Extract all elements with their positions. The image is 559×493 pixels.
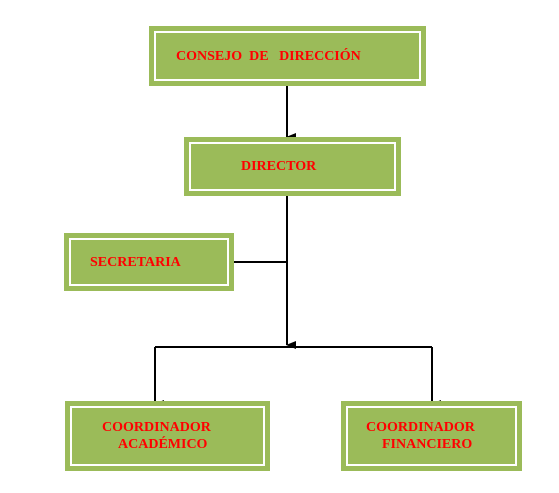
node-label: CONSEJO DE DIRECCIÓN (176, 48, 361, 64)
node-director: DIRECTOR (184, 137, 401, 196)
node-coordinador-academico: COORDINADOR ACADÉMICO (65, 401, 270, 471)
node-secretaria: SECRETARIA (64, 233, 234, 291)
node-label-line1: COORDINADOR (366, 420, 475, 435)
node-label-line1: COORDINADOR (102, 420, 211, 435)
node-label-line2: ACADÉMICO (118, 437, 208, 452)
node-label-line2: FINANCIERO (382, 437, 473, 452)
node-consejo-de-direccion: CONSEJO DE DIRECCIÓN (149, 26, 426, 86)
node-coordinador-financiero: COORDINADOR FINANCIERO (341, 401, 522, 471)
node-label: DIRECTOR (241, 159, 317, 174)
node-label: SECRETARIA (90, 254, 181, 270)
